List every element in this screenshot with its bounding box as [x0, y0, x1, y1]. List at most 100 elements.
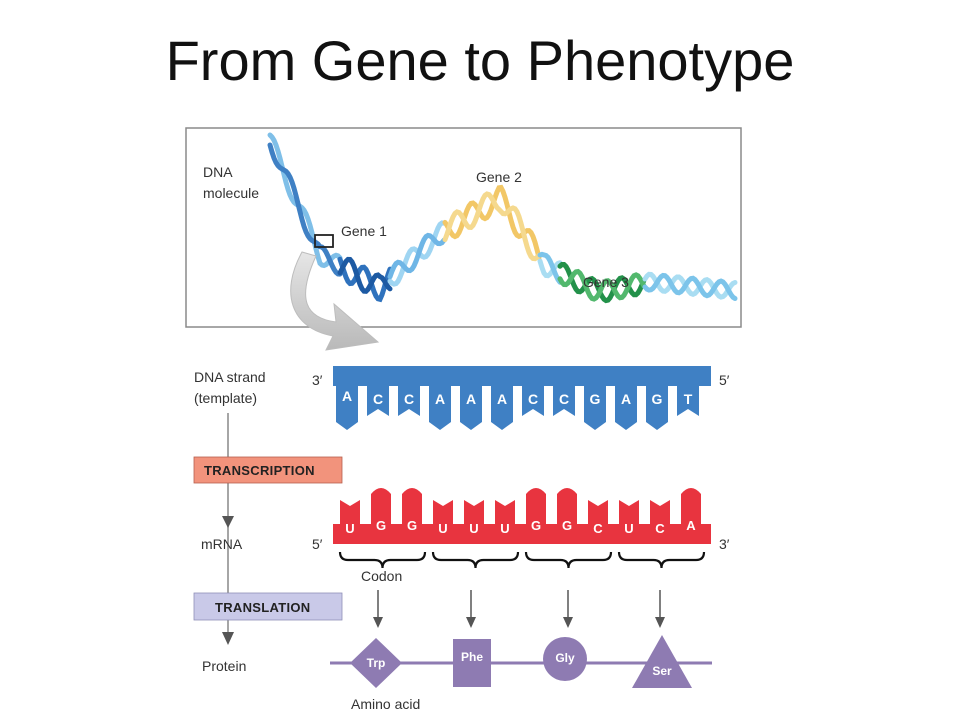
- arrow-down-icon: [466, 617, 476, 628]
- gene-2-label: Gene 2: [476, 169, 522, 185]
- mrna-base-tooth: [495, 500, 515, 524]
- translation-box: [193, 592, 343, 621]
- helix-strand: [557, 262, 647, 304]
- arrow-down-icon: [222, 516, 234, 528]
- codon-brace: [431, 551, 520, 569]
- transcription-box: [193, 456, 343, 484]
- zoom-arrow-icon: [290, 251, 380, 351]
- dna-base-letter: C: [559, 391, 569, 407]
- dna-base-letter: A: [621, 391, 631, 407]
- amino-acid-trp: [350, 638, 402, 688]
- dna-base-tooth: [336, 386, 358, 430]
- amino-acid-gly: [543, 637, 587, 681]
- helix-strand: [642, 272, 738, 301]
- translation-label: TRANSLATION: [215, 600, 311, 615]
- gene-3-label: Gene 3: [583, 274, 629, 290]
- dna-base-letter: G: [652, 391, 663, 407]
- mrna-base-letter: U: [469, 521, 478, 536]
- dna-base-tooth: [367, 386, 389, 416]
- dna-molecule-label-line2: molecule: [203, 185, 259, 201]
- dna-base-letter: A: [466, 391, 476, 407]
- dna-base-letter: C: [404, 391, 414, 407]
- dna-base-tooth: [553, 386, 575, 416]
- mrna-base-tooth: [371, 488, 391, 524]
- mrna-base-letter: G: [562, 518, 572, 533]
- mrna-base-tooth: [464, 500, 484, 524]
- amino-acid-label: Amino acid: [351, 696, 420, 712]
- mrna-backbone: [333, 524, 711, 544]
- mrna-base-tooth: [557, 488, 577, 524]
- helix-strand: [267, 142, 343, 277]
- mrna-base-tooth: [340, 500, 360, 524]
- mrna-base-letter: G: [531, 518, 541, 533]
- dna-strand-label-line2: (template): [194, 390, 257, 406]
- mrna-base-letter: C: [655, 521, 665, 536]
- transcription-label: TRANSCRIPTION: [204, 463, 315, 478]
- mrna-base-tooth: [402, 488, 422, 524]
- mrna-base-letter: U: [624, 521, 633, 536]
- gene-1-label: Gene 1: [341, 223, 387, 239]
- mrna-base-tooth: [619, 500, 639, 524]
- mrna-base-letter: C: [593, 521, 603, 536]
- codon-arrows: [373, 590, 665, 628]
- dna-base-tooth: [615, 386, 637, 430]
- dna-base-tooth: [491, 386, 513, 430]
- dna-base-letter: A: [342, 388, 352, 404]
- helix-strand: [442, 191, 542, 262]
- amino-acid-name: Ser: [652, 664, 672, 678]
- mrna-base-tooth: [681, 488, 701, 524]
- amino-acid-name: Trp: [367, 656, 386, 670]
- mrna-5prime: 5′: [312, 536, 323, 552]
- mrna-base-tooth: [526, 488, 546, 524]
- amino-acid-ser: [632, 635, 692, 688]
- dna-base-tooth: [460, 386, 482, 430]
- dna-base-letter: C: [528, 391, 538, 407]
- dna-strand-5prime: 5′: [719, 372, 730, 388]
- dna-backbone: [333, 366, 711, 386]
- helix-strand: [337, 256, 393, 303]
- mrna-base-letter: U: [345, 521, 354, 536]
- mrna-base-letter: A: [686, 518, 696, 533]
- mrna-base-tooth: [433, 500, 453, 524]
- dna-helix: [267, 132, 738, 304]
- dna-base-letter: C: [373, 391, 383, 407]
- codon-brace: [338, 551, 427, 569]
- dna-base-letter: A: [435, 391, 445, 407]
- amino-acid-phe: [453, 639, 491, 687]
- arrow-down-icon: [373, 617, 383, 628]
- mrna-base-letter: U: [500, 521, 509, 536]
- dna-base-tooth: [398, 386, 420, 416]
- mrna-base-letter: G: [376, 518, 386, 533]
- codon-brace: [617, 551, 706, 569]
- codon-label: Codon: [361, 568, 402, 584]
- helix-strand: [537, 251, 563, 285]
- zoom-box: [314, 234, 334, 248]
- mrna-3prime: 3′: [719, 536, 730, 552]
- mrna-label: mRNA: [201, 536, 243, 552]
- mrna-base-tooth: [588, 500, 608, 524]
- dna-strand-3prime: 3′: [312, 372, 323, 388]
- dna-base-tooth: [584, 386, 606, 430]
- arrow-down-icon: [222, 632, 234, 645]
- arrow-down-icon: [655, 617, 665, 628]
- dna-base-tooth: [429, 386, 451, 430]
- helix-strand: [557, 268, 647, 302]
- helix-strand: [537, 258, 563, 279]
- dna-base-letter: G: [590, 391, 601, 407]
- arrow-down-icon: [563, 617, 573, 628]
- dna-base-letter: T: [684, 391, 693, 407]
- page-title: From Gene to Phenotype: [165, 29, 795, 92]
- dna-base-tooth: [646, 386, 668, 430]
- dna-base-letter: A: [497, 391, 507, 407]
- dna-molecule-label-line1: DNA: [203, 164, 233, 180]
- dna-base-tooth: [677, 386, 699, 416]
- amino-acid-name: Phe: [461, 650, 483, 664]
- helix-strand: [337, 256, 393, 294]
- codon-brace: [524, 551, 613, 569]
- helix-strand: [387, 232, 447, 280]
- mrna-base-tooth: [650, 500, 670, 524]
